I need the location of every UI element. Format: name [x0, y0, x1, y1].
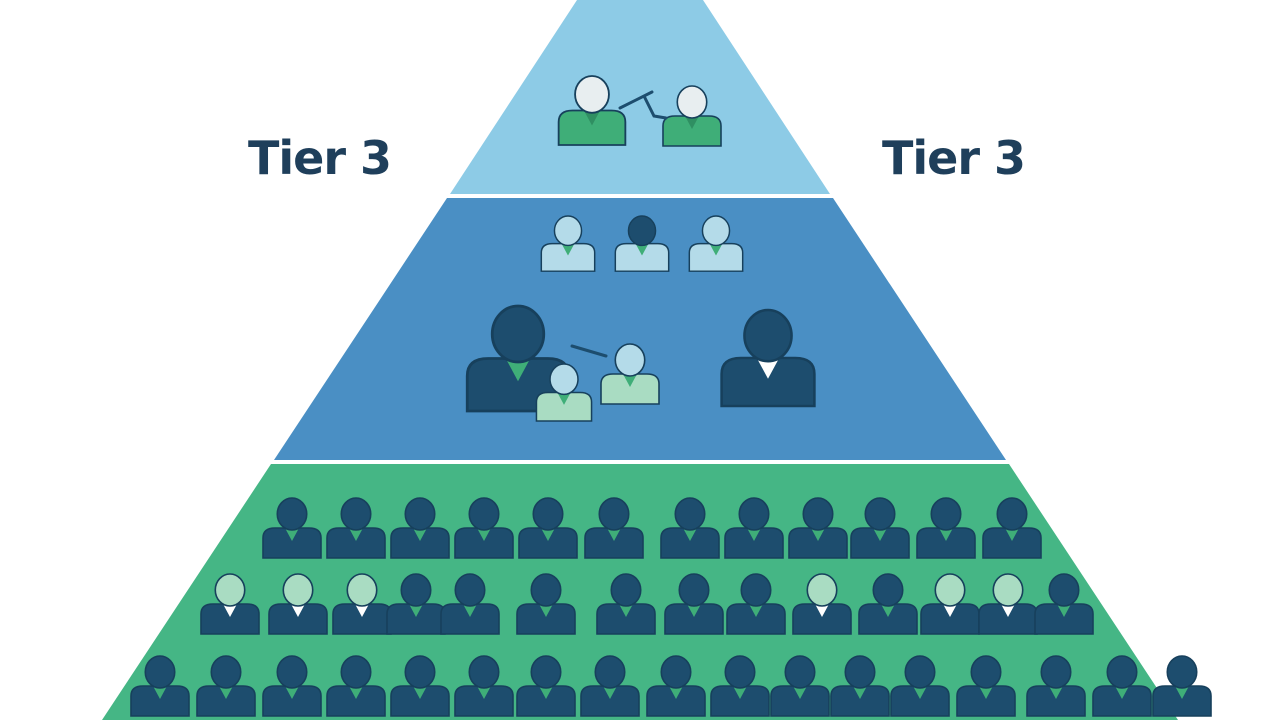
bottom-person-34: [580, 655, 640, 717]
bottom-person-38: [830, 655, 890, 717]
bottom-person-18: [516, 573, 576, 635]
bottom-person-24: [920, 573, 980, 635]
bottom-person-1: [262, 497, 322, 559]
tier-middle-band: [274, 198, 1006, 460]
bottom-person-16: [386, 573, 446, 635]
bottom-person-3: [390, 497, 450, 559]
bottom-person-32: [454, 655, 514, 717]
bottom-person-5: [518, 497, 578, 559]
bottom-person-33: [516, 655, 576, 717]
bottom-person-22: [792, 573, 852, 635]
top-person-right: [662, 85, 722, 147]
bottom-person-11: [916, 497, 976, 559]
top-person-left: [557, 75, 627, 146]
bottom-person-12: [982, 497, 1042, 559]
middle-connector-mark: [570, 344, 608, 358]
bottom-person-23: [858, 573, 918, 635]
bottom-person-25: [978, 573, 1038, 635]
bottom-person-29: [262, 655, 322, 717]
bottom-person-40: [956, 655, 1016, 717]
bottom-person-31: [390, 655, 450, 717]
people-figures: [130, 75, 1212, 717]
bottom-person-7: [660, 497, 720, 559]
bottom-person-9: [788, 497, 848, 559]
bottom-person-37: [770, 655, 830, 717]
bottom-person-6: [584, 497, 644, 559]
bottom-person-10: [850, 497, 910, 559]
bottom-person-20: [664, 573, 724, 635]
bottom-person-35: [646, 655, 706, 717]
middle-person-2: [614, 215, 670, 272]
bottom-person-19: [596, 573, 656, 635]
bottom-person-26: [1034, 573, 1094, 635]
bottom-person-42: [1092, 655, 1152, 717]
middle-person-child: [535, 363, 593, 422]
bottom-person-43: [1152, 655, 1212, 717]
bottom-person-21: [726, 573, 786, 635]
bottom-person-39: [890, 655, 950, 717]
middle-person-small: [600, 343, 660, 405]
bottom-person-8: [724, 497, 784, 559]
middle-person-leader: [720, 308, 816, 408]
bottom-person-36: [710, 655, 770, 717]
middle-person-3: [688, 215, 744, 272]
tier-label-left: Tier 3: [248, 131, 392, 185]
bottom-person-4: [454, 497, 514, 559]
bottom-person-2: [326, 497, 386, 559]
bottom-person-30: [326, 655, 386, 717]
bottom-person-27: [130, 655, 190, 717]
bottom-person-41: [1026, 655, 1086, 717]
bottom-person-28: [196, 655, 256, 717]
bottom-person-14: [268, 573, 328, 635]
tier-label-right: Tier 3: [882, 131, 1026, 185]
bottom-person-17: [440, 573, 500, 635]
middle-person-1: [540, 215, 596, 272]
bottom-person-13: [200, 573, 260, 635]
connector-mark: [618, 90, 668, 120]
